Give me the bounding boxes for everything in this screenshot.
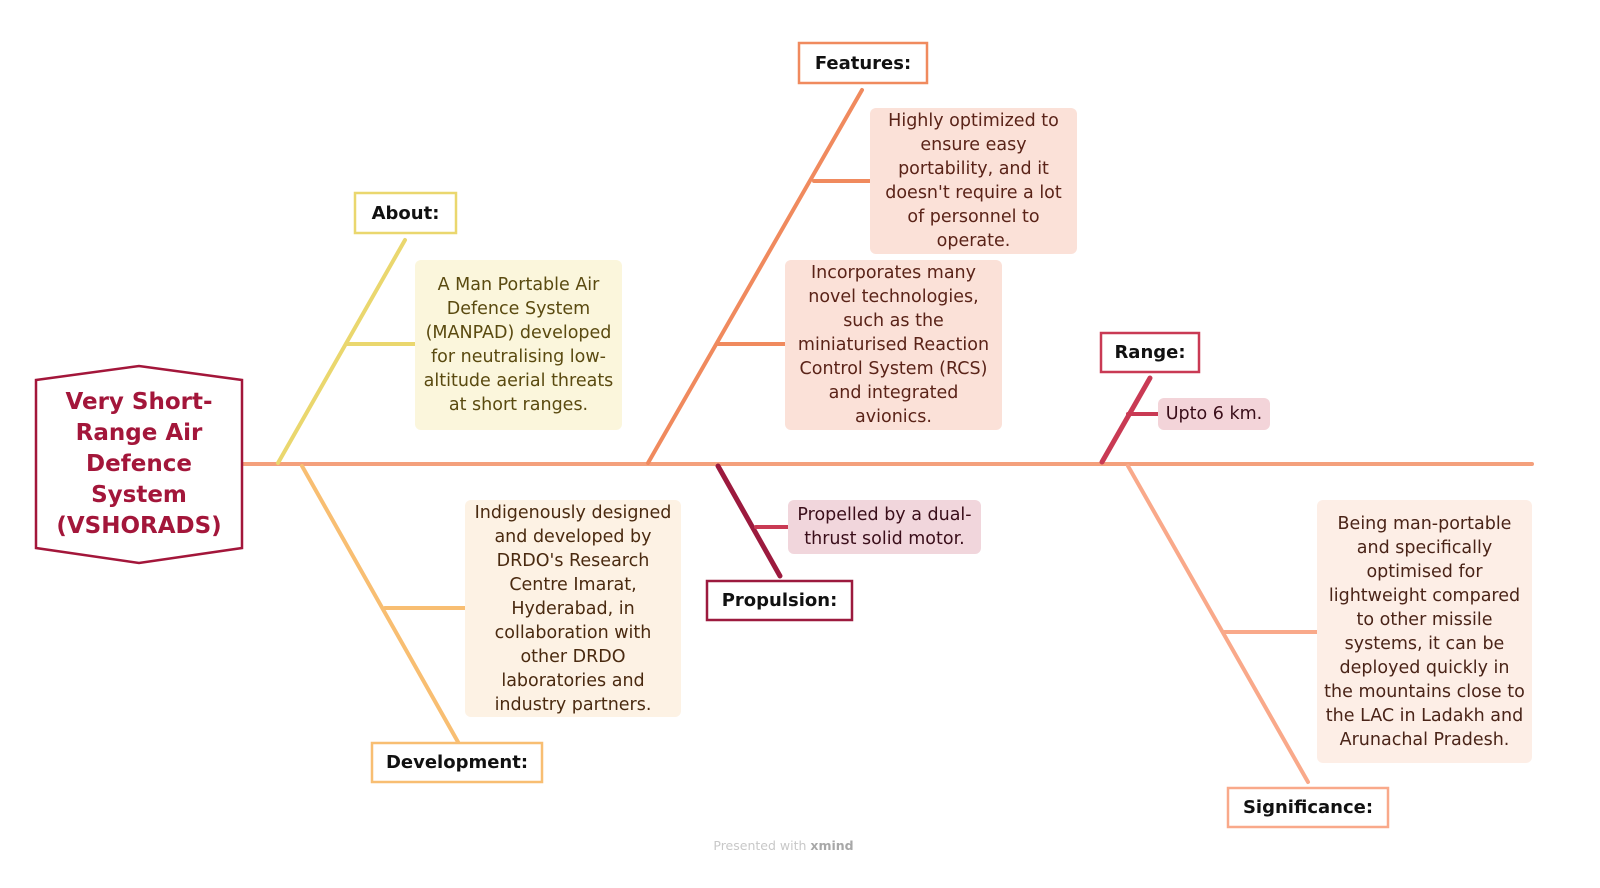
development-label[interactable]: Development: (374, 745, 540, 780)
range-note[interactable]: Upto 6 km. (1158, 398, 1270, 430)
footer-brand: xmind (810, 838, 854, 853)
range-label[interactable]: Range: (1103, 335, 1197, 370)
development-note[interactable]: Indigenously designed and developed by D… (465, 500, 681, 717)
features-note-2[interactable]: Incorporates many novel technologies, su… (785, 260, 1002, 430)
footer-text: Presented with (713, 838, 807, 853)
features-branch-line (646, 88, 864, 465)
significance-label[interactable]: Significance: (1230, 790, 1386, 825)
propulsion-branch-line (715, 463, 783, 579)
about-note[interactable]: A Man Portable Air Defence System (MANPA… (415, 260, 622, 430)
propulsion-label[interactable]: Propulsion: (709, 583, 850, 618)
significance-branch-line (1126, 464, 1310, 784)
central-topic-shape (34, 364, 244, 565)
range-branch-line (1099, 375, 1153, 465)
significance-note[interactable]: Being man-portable and specifically opti… (1317, 500, 1532, 763)
about-label[interactable]: About: (357, 195, 454, 231)
propulsion-note[interactable]: Propelled by a dual-thrust solid motor. (788, 500, 981, 554)
development-branch-line (300, 464, 460, 744)
features-note-1[interactable]: Highly optimized to ensure easy portabil… (870, 108, 1077, 254)
features-label[interactable]: Features: (801, 45, 925, 81)
central-topic[interactable]: Very Short-Range Air Defence System (VSH… (56, 389, 222, 539)
about-branch-line (276, 238, 407, 465)
footer-credit: Presented with xmind (0, 838, 1567, 853)
